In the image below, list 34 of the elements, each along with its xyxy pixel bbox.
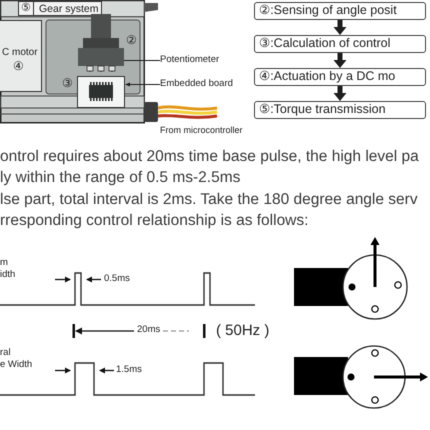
- callout-number: ②: [126, 34, 137, 48]
- process-box: ③:Calculation of control: [254, 35, 426, 53]
- gear-system-panel: [18, 1, 102, 16]
- circuit-board-drawing: [77, 76, 125, 108]
- part-label: From microcontroller: [160, 125, 243, 136]
- flow-arrow: [334, 86, 346, 101]
- part-label: C motor: [2, 47, 38, 58]
- leader-line: [125, 82, 160, 86]
- flow-arrow: [334, 53, 346, 68]
- callout-number: ⑤: [21, 2, 34, 15]
- row-label: e Width: [0, 360, 32, 371]
- potentiometer-drawing: [78, 14, 124, 72]
- leader-line: [124, 60, 160, 61]
- row-label: idth: [0, 270, 16, 281]
- process-box: ④:Actuation by a DC mo: [254, 68, 426, 86]
- process-box: ⑤:Torque transmission: [254, 101, 426, 119]
- row-label: ral: [0, 348, 11, 359]
- dimension-label: 20ms: [137, 325, 160, 336]
- callout-number: ③: [62, 77, 73, 91]
- motor-compartment: [0, 20, 42, 92]
- callout-number: ④: [13, 60, 24, 74]
- dimension-label: 0.5ms: [104, 274, 130, 285]
- body-text: ly within the range of 0.5 ms-2.5ms: [0, 169, 240, 187]
- frequency-label: ( 50Hz ): [216, 322, 270, 340]
- body-text: rresponding control relationship is as follows:: [0, 212, 308, 230]
- body-text: ontrol requires about 20ms time base pulse, the high level pa: [0, 148, 419, 166]
- flow-arrow: [334, 20, 346, 35]
- row-label: m: [0, 258, 8, 269]
- part-label: Gear system: [39, 3, 99, 16]
- body-text: lse part, total interval is 2ms. Take the 180 degree angle serv: [0, 191, 418, 209]
- dimension-label: 1.5ms: [116, 365, 142, 376]
- process-box: ②:Sensing of angle posit: [254, 2, 426, 20]
- callout-label: Potentiometer: [160, 55, 220, 66]
- callout-label: Embedded board: [160, 79, 233, 90]
